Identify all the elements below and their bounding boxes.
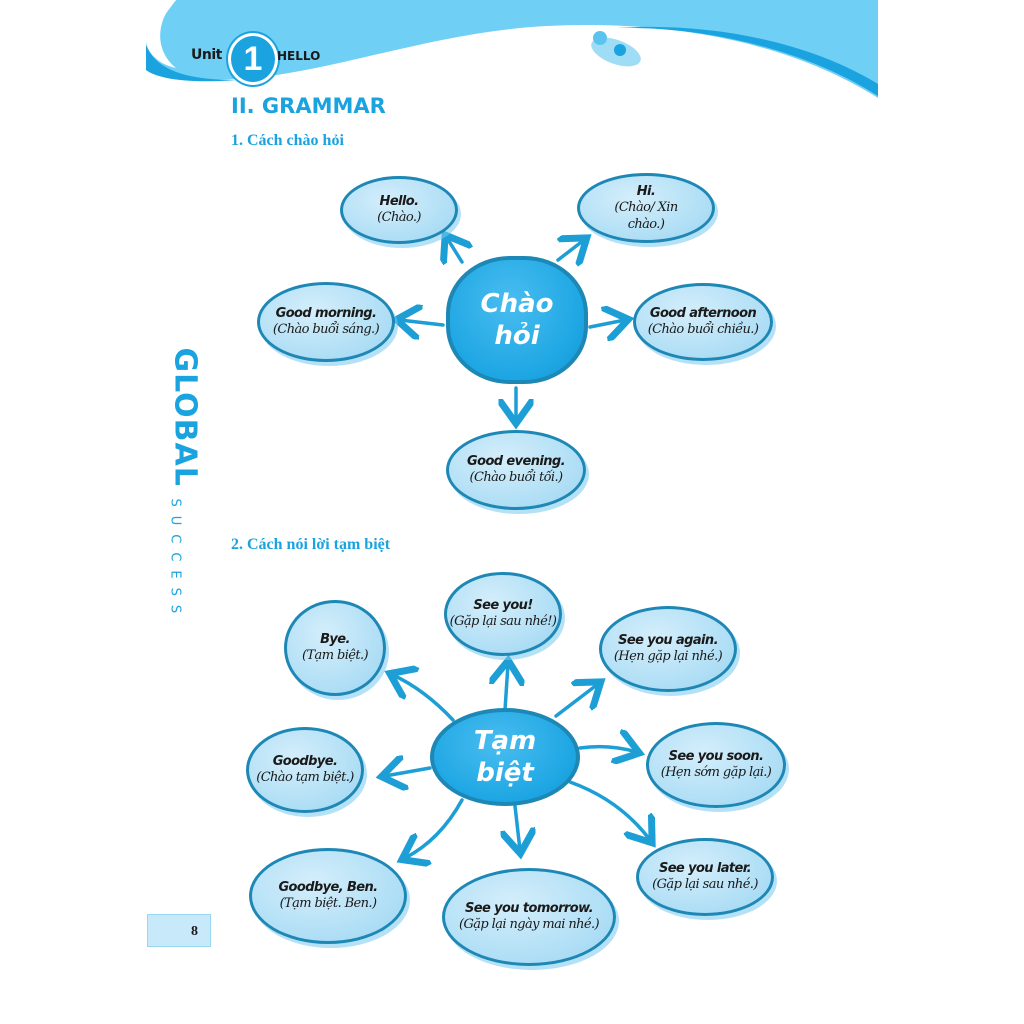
arrow (554, 684, 598, 718)
bubble-see-you-again: See you again.(Hẹn gặp lại nhé.) (599, 606, 737, 692)
arrow (515, 804, 520, 850)
phrase-en: Goodbye, Ben. (278, 880, 378, 895)
phrase-en: See you! (473, 598, 533, 613)
phrase-en: See you later. (658, 861, 752, 876)
unit-number-badge: 1 (228, 33, 278, 85)
unit-title: HELLO (277, 49, 321, 63)
phrase-vi: (Chào.) (377, 210, 421, 225)
arrow (578, 747, 636, 752)
arrow (393, 675, 455, 722)
unit-label: Unit (191, 47, 222, 63)
greetings-center-label: Chào hỏi (480, 289, 554, 351)
phrase-vi: (Gặp lại sau nhé!) (449, 614, 557, 629)
phrase-vi: (Chào/ Xin chào.) (614, 199, 678, 232)
phrase-en: Hi. (636, 183, 656, 199)
phrase-vi: (Chào tạm biệt.) (256, 770, 354, 785)
phrase-vi: (Tạm biệt.) (302, 648, 369, 663)
bubble-hello: Hello.(Chào.) (340, 176, 458, 244)
goodbyes-heading: 2. Cách nói lời tạm biệt (231, 536, 391, 553)
phrase-en: Bye. (320, 632, 350, 647)
phrase-en: Good morning. (275, 306, 377, 321)
goodbyes-center-label: Tạm biệt (473, 726, 537, 788)
arrow (568, 780, 650, 840)
arrow (405, 798, 464, 858)
bubble-goodbye-ben: Goodbye, Ben.(Tạm biệt. Ben.) (249, 848, 407, 944)
phrase-vi: (Hẹn gặp lại nhé.) (613, 649, 723, 664)
goodbyes-center-node: Tạm biệt (430, 708, 580, 806)
phrase-en: Goodbye. (272, 754, 338, 769)
bubble-good-afternoon: Good afternoon(Chào buổi chiều.) (633, 283, 773, 361)
phrase-vi: (Chào buổi chiều.) (647, 322, 759, 337)
phrase-en: Good afternoon (649, 306, 757, 321)
phrase-vi: (Tạm biệt. Ben.) (279, 896, 377, 911)
bubble-see-you-later: See you later.(Gặp lại sau nhé.) (636, 838, 774, 916)
section-title: II. GRAMMAR (231, 94, 386, 118)
phrase-vi: (Chào buổi tối.) (469, 470, 564, 485)
arrow (505, 664, 508, 712)
page-number: 8 (147, 914, 211, 947)
greetings-heading: 1. Cách chào hỏi (231, 132, 344, 149)
arrow (556, 240, 584, 260)
phrase-en: See you again. (618, 633, 718, 648)
bubble-see-you-tomorrow: See you tomorrow.(Gặp lại ngày mai nhé.) (442, 868, 616, 966)
phrase-vi: (Hẹn sớm gặp lại.) (660, 765, 772, 780)
phrase-en: Good evening. (467, 454, 565, 469)
bubble-see-you-soon: See you soon.(Hẹn sớm gặp lại.) (646, 722, 786, 808)
arrow (385, 768, 432, 776)
rocket-illustration (591, 31, 641, 67)
bubble-see-you: See you!(Gặp lại sau nhé!) (444, 572, 562, 656)
phrase-vi: (Gặp lại ngày mai nhé.) (459, 917, 600, 932)
phrase-en: See you tomorrow. (464, 901, 594, 916)
bubble-bye: Bye.(Tạm biệt.) (284, 600, 386, 696)
bubble-good-morning: Good morning.(Chào buổi sáng.) (257, 282, 395, 362)
arrow (447, 238, 462, 262)
phrase-en: Hello. (379, 194, 419, 209)
bubble-good-evening: Good evening.(Chào buổi tối.) (446, 430, 586, 510)
arrow (400, 320, 445, 325)
greetings-center-node: Chào hỏi (446, 256, 588, 384)
bubble-goodbye: Goodbye.(Chào tạm biệt.) (246, 727, 364, 813)
bubble-hi: Hi.(Chào/ Xin chào.) (577, 173, 715, 243)
phrase-vi: (Gặp lại sau nhé.) (652, 877, 758, 892)
arrow (588, 320, 625, 327)
phrase-vi: (Chào buổi sáng.) (272, 322, 380, 337)
phrase-en: See you soon. (668, 749, 764, 764)
